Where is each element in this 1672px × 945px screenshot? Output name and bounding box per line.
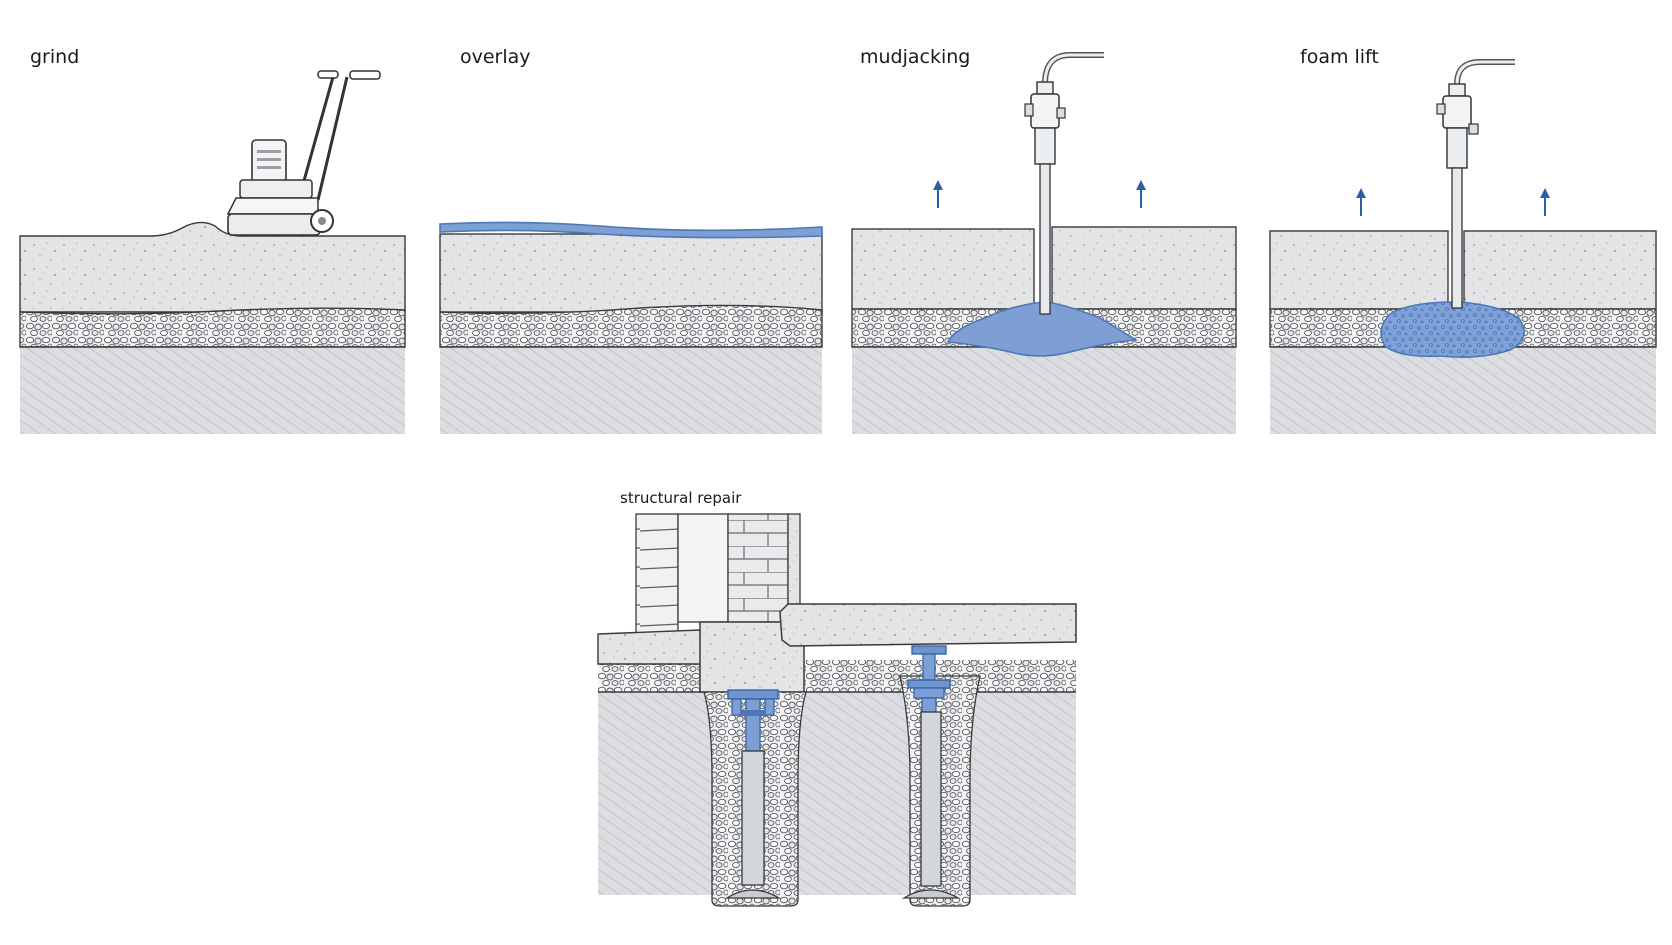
panel-structural-repair: structural repair [597,489,1077,907]
steel-pier-icon [901,645,961,899]
panel-overlay: overlay [439,46,823,434]
panel-label-grind: grind [30,46,79,68]
panel-grind: grind [19,46,406,434]
panel-mudjacking: mudjacking [851,46,1237,434]
panel-foam-lift: foam lift [1269,46,1657,434]
panel-label-foam-lift: foam lift [1300,46,1379,68]
injection-gun-icon [1024,52,1104,315]
panel-label-overlay: overlay [460,46,531,68]
steel-pier-icon [724,689,782,899]
floor-grinder-icon [226,70,381,236]
injection-gun-icon [1436,59,1515,309]
floor-slab [779,603,1077,647]
wall-siding [635,513,679,635]
block-wall [727,513,789,623]
panel-label-structural-repair: structural repair [620,489,742,507]
arrow-up-icon [933,180,943,208]
mud-slurry [946,275,1139,357]
expanding-foam [1380,279,1526,358]
arrow-up-icon [1356,188,1366,216]
arrow-up-icon [1136,180,1146,208]
overlay-layer [439,221,823,239]
arrow-up-icon [1540,188,1550,216]
panel-label-mudjacking: mudjacking [860,46,970,68]
